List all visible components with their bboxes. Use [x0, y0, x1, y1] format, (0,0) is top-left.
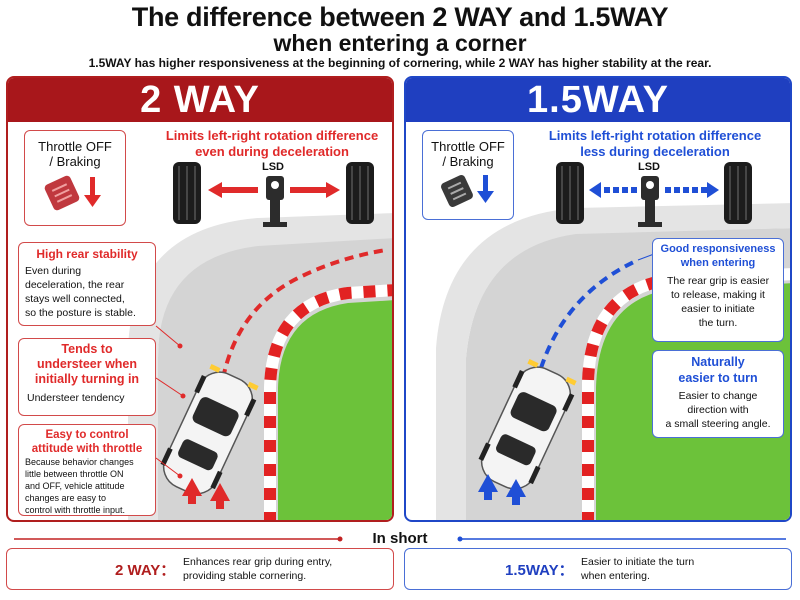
callout-title-line: understeer when — [36, 357, 138, 371]
callout-body-line: the turn. — [698, 317, 738, 329]
diff-caption: Limits left-right rotation difference ev… — [148, 128, 392, 160]
subtitle: 1.5WAY has higher responsiveness at the … — [88, 56, 712, 70]
in-short-divider: In short — [0, 530, 800, 548]
pedal-down-red-icon — [44, 175, 101, 211]
callout-body-line: deceleration, the rear — [25, 279, 125, 291]
summary-2way-label: 2 WAY： — [115, 562, 176, 579]
callout-good-responsiveness: Good responsiveness when entering The re… — [652, 238, 784, 342]
car-icon — [160, 364, 259, 495]
tire-left-icon — [173, 162, 201, 224]
callout-throttle-control: Easy to control attitude with throttle B… — [18, 424, 156, 516]
in-short-label: In short — [350, 530, 450, 547]
summary-2way: 2 WAY： Enhances rear grip during entry, … — [6, 548, 394, 590]
summary-text-line: providing stable cornering. — [183, 570, 307, 582]
summary-1-5way-text: Easier to initiate the turn when enterin… — [581, 555, 694, 583]
callout-body-line: a small steering angle. — [665, 418, 771, 430]
callout-body-line: Easier to change — [678, 390, 758, 402]
tire-right-icon — [724, 162, 752, 224]
callout-body-line: control with throttle input. — [25, 505, 126, 515]
lsd-label: LSD — [262, 161, 284, 173]
summary-text-line: Easier to initiate the turn — [581, 556, 695, 568]
tire-left-icon — [556, 162, 584, 224]
throttle-line2: / Braking — [49, 154, 101, 169]
panel-2way: 2 WAY — [6, 76, 394, 522]
callout-body-line: easier to initiate — [681, 303, 755, 315]
divider-lines — [14, 536, 786, 542]
callout-body-line: changes are easy to — [25, 493, 107, 503]
summary-text-line: Enhances rear grip during entry, — [183, 556, 333, 568]
diff-arrows-blue-dashed — [589, 182, 719, 198]
main-title: The difference between 2 WAY and 1.5WAY — [131, 2, 669, 32]
diff-arrows-red — [208, 182, 340, 198]
diff-caption-line2: even during deceleration — [195, 144, 349, 159]
racing-line — [221, 248, 387, 379]
callout-title-line: attitude with throttle — [31, 443, 143, 455]
panel-2way-header: 2 WAY — [8, 78, 392, 122]
tire-right-icon — [346, 162, 374, 224]
summary-1-5way-label: 1.5WAY： — [505, 562, 574, 579]
rear-grip-arrows-red — [182, 478, 230, 509]
callout-title-line: Easy to control — [45, 429, 129, 441]
callout-body-line: to release, making it — [671, 289, 765, 301]
callout-high-rear-stability: High rear stability Even during decelera… — [18, 242, 156, 326]
callout-title-line: Good responsiveness — [660, 243, 776, 255]
rear-grip-arrows-blue — [478, 474, 526, 505]
lsd-label: LSD — [638, 161, 660, 173]
pedal-down-blue-icon — [441, 175, 494, 207]
callout-body-line: so the posture is stable. — [25, 307, 136, 319]
grass-area — [278, 300, 392, 520]
callout-title-line: Tends to — [61, 342, 113, 356]
racing-line — [539, 258, 639, 369]
car-icon — [478, 359, 577, 490]
main-title-line2: when entering a corner — [273, 30, 527, 56]
callout-title-line: easier to turn — [678, 371, 758, 385]
callout-title-line: when entering — [680, 257, 756, 269]
summary-2way-text: Enhances rear grip during entry, providi… — [183, 555, 332, 583]
callout-body-line: Even during — [25, 265, 82, 277]
callout-body-line: and OFF, vehicle attitude — [25, 481, 125, 491]
callout-body-line: Because behavior changes — [25, 457, 134, 467]
panel-1-5way-header: 1.5WAY — [406, 78, 790, 122]
throttle-off-box: Throttle OFF / Braking — [422, 130, 514, 220]
callout-body-line: little between throttle ON — [25, 469, 124, 479]
callout-title: High rear stability — [36, 247, 138, 261]
diff-caption-line1: Limits left-right rotation difference — [548, 128, 762, 143]
lsd-diff-icon — [638, 176, 662, 227]
callout-understeer: Tends to understeer when initially turni… — [18, 338, 156, 416]
summary-text-line: when entering. — [581, 570, 650, 582]
diff-caption: Limits left-right rotation difference le… — [530, 128, 780, 160]
callout-body-line: Understeer tendency — [27, 392, 125, 404]
panel-1-5way: 1.5WAY — [404, 76, 792, 522]
throttle-off-box: Throttle OFF / Braking — [24, 130, 126, 226]
diff-caption-line1: Limits left-right rotation difference — [165, 128, 379, 143]
throttle-line2: / Braking — [442, 154, 494, 169]
throttle-line1: Throttle OFF — [431, 139, 505, 154]
callout-title-line: Naturally — [691, 355, 745, 369]
callout-body-line: direction with — [687, 404, 749, 416]
track-illustration-2way — [106, 162, 392, 520]
throttle-line1: Throttle OFF — [38, 139, 112, 154]
callout-body-line: stays well connected, — [25, 293, 125, 305]
diff-caption-line2: less during deceleration — [580, 144, 730, 159]
lsd-diff-icon — [263, 176, 287, 227]
summary-1-5way: 1.5WAY： Easier to initiate the turn when… — [404, 548, 792, 590]
callout-naturally-easier: Naturally easier to turn Easier to chang… — [652, 350, 784, 438]
callout-body-line: The rear grip is easier — [666, 275, 770, 287]
callout-title-line: initially turning in — [34, 372, 140, 386]
